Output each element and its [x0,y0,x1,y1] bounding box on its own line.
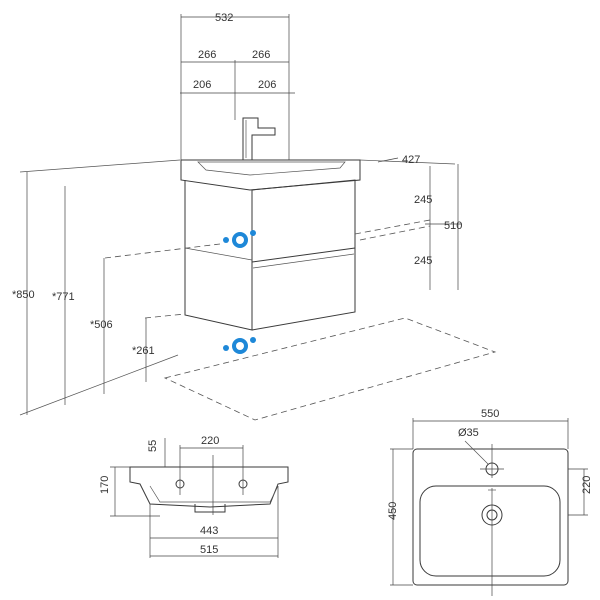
faucet [242,117,276,160]
floor-footprint [163,317,497,421]
dim-offset-left: 206 [193,79,211,91]
water-connection-lower [223,337,256,354]
water-connection-upper [223,230,256,248]
dim-cabinet-height: 510 [444,220,462,232]
dim-section-height: 170 [99,476,111,494]
dim-hole-offset: 55 [147,440,159,452]
top-view: Ø35 550 220 450 [387,408,593,596]
dim-offset-right: 206 [258,79,276,91]
dim-half-left: 266 [198,49,216,61]
dim-inner-width: 443 [200,525,218,537]
dim-top-width: 550 [481,408,499,420]
section-view: 220 55 170 443 515 [99,435,289,558]
dim-height-261: *261 [132,345,155,357]
dim-tap-hole: Ø35 [458,427,479,439]
dim-drawer-top: 245 [414,194,432,206]
dim-height-771: *771 [52,291,75,303]
dim-top-depth: 450 [387,502,399,520]
dim-depth: 427 [402,154,420,166]
dim-tap-to-drain: 220 [581,476,593,494]
dim-width-total: 532 [215,12,233,24]
dim-height-850: *850 [12,289,35,301]
basin-bowl [419,485,561,577]
dim-drawer-bottom: 245 [414,255,432,267]
dim-half-right: 266 [252,49,270,61]
front-perspective-view: 532 266 266 206 206 427 245 245 510 *850… [12,12,497,421]
dim-hole-spacing: 220 [201,435,219,447]
dim-outer-width: 515 [200,544,218,556]
dim-height-506: *506 [90,319,113,331]
